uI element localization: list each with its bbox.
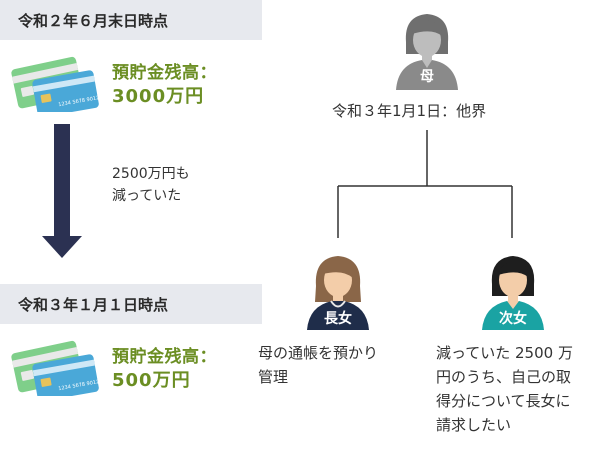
eldest-daughter-desc-line2: 管理 [258, 368, 289, 386]
eldest-daughter-avatar-icon [307, 256, 369, 330]
mother-label: 母 [420, 69, 434, 85]
mother-death-text: 令和３年1月1日：他界 [332, 102, 487, 120]
decrease-note-line2: 減っていた [112, 188, 182, 204]
bottom-date-box: 令和３年１月１日時点 [0, 284, 262, 324]
down-arrow-icon [42, 124, 82, 258]
second-daughter-label: 次女 [499, 311, 527, 327]
bottom-balance-label: 預貯金残高： [112, 347, 217, 367]
second-daughter-desc-line4: 請求したい [436, 416, 512, 434]
bottom-date-label: 令和３年１月１日時点 [18, 295, 169, 314]
second-daughter-avatar-icon [482, 256, 544, 330]
eldest-daughter-desc-line1: 母の通帳を預かり [258, 344, 379, 362]
top-date-box: 令和２年６月末日時点 [0, 0, 262, 40]
top-balance-amount: 3000万円 [112, 86, 205, 107]
bottom-balance-amount: 500万円 [112, 370, 191, 391]
top-date-label: 令和２年６月末日時点 [18, 11, 169, 30]
top-balance-label: 預貯金残高： [112, 63, 217, 83]
second-daughter-desc-line3: 得分について長女に [436, 392, 571, 410]
mother-avatar-icon [396, 14, 458, 90]
second-daughter-desc-line2: 円のうち、自己の取 [436, 368, 572, 386]
second-daughter-desc-line1: 減っていた 2500 万 [436, 344, 573, 362]
eldest-daughter-label: 長女 [324, 311, 352, 327]
decrease-note-line1: 2500万円も [112, 166, 190, 182]
